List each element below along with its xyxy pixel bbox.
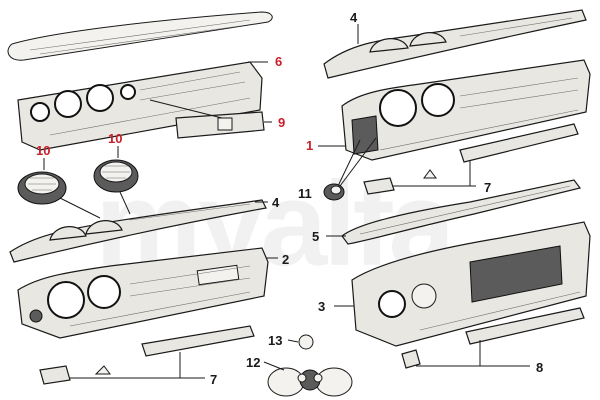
dash-top-part-4-left <box>9 199 267 263</box>
callout-11: 11 <box>298 186 312 201</box>
callout-1: 1 <box>306 138 313 153</box>
knob-part-11 <box>323 183 345 201</box>
gauge-cluster-part-12 <box>267 367 353 397</box>
callout-5: 5 <box>312 229 319 244</box>
trim-strips-part-7-right <box>363 123 579 195</box>
callout-3: 3 <box>318 299 325 314</box>
callout-4-right: 4 <box>350 10 358 25</box>
dashboard-panel-part-6 <box>17 61 263 151</box>
padded-strip-part-5 <box>341 179 582 245</box>
callout-12: 12 <box>246 355 260 370</box>
callout-6: 6 <box>275 54 282 69</box>
dash-top-part-4-right <box>323 9 587 79</box>
callout-10a: 10 <box>36 143 50 158</box>
trim-strips-part-8 <box>401 307 585 369</box>
callout-7-right: 7 <box>484 180 491 195</box>
plate-part-9 <box>175 111 265 139</box>
callout-2: 2 <box>282 252 289 267</box>
dashboard-part-2 <box>17 247 269 339</box>
vent-right-part-10 <box>93 159 139 193</box>
dashboard-part-1 <box>341 59 591 161</box>
callout-4-left: 4 <box>272 195 280 210</box>
callout-8: 8 <box>536 360 543 375</box>
trim-strips-part-7-left <box>39 325 255 385</box>
lens-part-13 <box>298 334 314 350</box>
dash-top-pad <box>7 11 273 61</box>
callout-7-left: 7 <box>210 372 217 387</box>
callout-10b: 10 <box>108 131 122 146</box>
vent-left-part-10 <box>17 171 67 205</box>
callout-9: 9 <box>278 115 285 130</box>
callout-13: 13 <box>268 333 282 348</box>
dashboard-frame-part-3 <box>351 221 591 347</box>
